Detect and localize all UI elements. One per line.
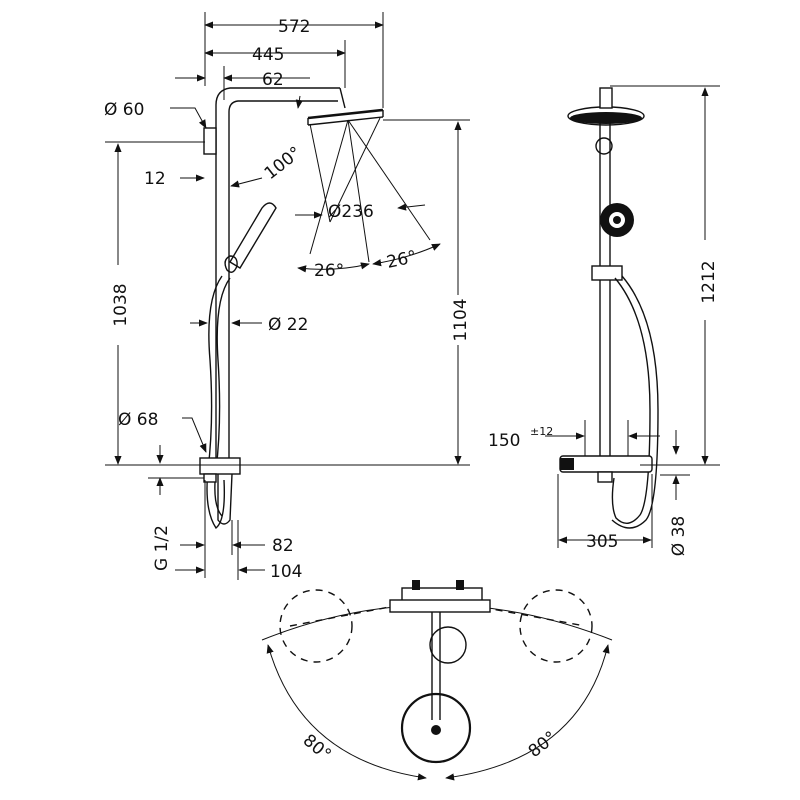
dim-1104: 1104 — [451, 298, 471, 341]
dim-82: 82 — [272, 536, 294, 556]
dim-150-tolerance: ±12 — [530, 425, 553, 438]
side-dimensions — [545, 85, 720, 548]
side-labels: 1212 150 ±12 305 Ø 38 — [488, 260, 719, 556]
dim-26b: 26° — [385, 247, 419, 273]
dim-62: 62 — [262, 70, 284, 90]
dim-305: 305 — [586, 532, 618, 552]
dim-1212: 1212 — [699, 260, 719, 303]
top-view — [261, 580, 613, 781]
dim-572: 572 — [278, 17, 310, 37]
front-dimensions — [105, 12, 470, 580]
dim-150: 150 — [488, 431, 520, 451]
dim-1038: 1038 — [111, 283, 131, 326]
dim-80a: 80° — [299, 731, 335, 766]
dim-d38: Ø 38 — [669, 516, 689, 556]
dim-80b: 80° — [525, 728, 561, 762]
dim-12: 12 — [144, 169, 166, 189]
dim-26a: 26° — [314, 261, 344, 281]
dim-104: 104 — [270, 562, 302, 582]
dim-d236: Ø236 — [328, 202, 374, 222]
side-view — [559, 87, 659, 529]
dim-d22: Ø 22 — [268, 315, 308, 335]
dim-100deg: 100° — [261, 143, 306, 184]
dim-d68: Ø 68 — [118, 410, 158, 430]
dim-445: 445 — [252, 45, 284, 65]
front-view — [199, 87, 431, 530]
dim-g12: G 1/2 — [152, 525, 172, 571]
front-labels: 572 445 62 Ø 60 12 100° Ø236 26° 26° 103… — [104, 17, 471, 582]
dim-d60: Ø 60 — [104, 100, 144, 120]
